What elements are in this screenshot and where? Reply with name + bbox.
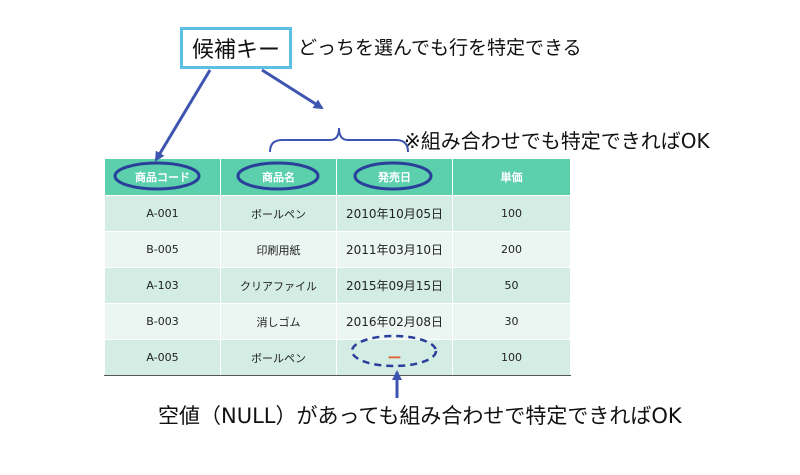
caption-null-ok: 空値（NULL）があっても組み合わせで特定できればOK [158, 404, 682, 428]
null-highlight-dashed-ellipse [350, 334, 438, 368]
cell-unit-price: 100 [452, 195, 571, 232]
combination-brace [269, 127, 409, 153]
cell-product-code: A-005 [104, 339, 221, 376]
highlight-product-code-ellipse [113, 161, 201, 191]
null-value-mark: ー [387, 350, 402, 367]
candidate-key-label: 候補キー [191, 38, 280, 63]
cell-unit-price: 100 [452, 339, 571, 376]
table-row: A-001 ボールペン 2010年10月05日 100 [104, 195, 571, 232]
cell-product-name: 印刷用紙 [220, 231, 337, 268]
table-row: B-003 消しゴム 2016年02月08日 30 [104, 303, 571, 340]
table-row: B-005 印刷用紙 2011年03月10日 200 [104, 231, 571, 268]
caption-combination-ok: ※組み合わせでも特定できればOK [404, 129, 710, 153]
cell-product-code: B-005 [104, 231, 221, 268]
cell-product-code: A-103 [104, 267, 221, 304]
highlight-release-date-ellipse [353, 161, 433, 191]
cell-product-code: B-003 [104, 303, 221, 340]
cell-unit-price: 30 [452, 303, 571, 340]
cell-product-name: ボールペン [220, 195, 337, 232]
arrow-to-product-code [154, 69, 212, 162]
cell-product-code: A-001 [104, 195, 221, 232]
cell-release-date: 2011年03月10日 [336, 231, 453, 268]
caption-either-identifies: どっちを選んでも行を特定できる [298, 37, 582, 59]
cell-product-name: 消しゴム [220, 303, 337, 340]
cell-product-name: クリアファイル [220, 267, 337, 304]
cell-unit-price: 200 [452, 231, 571, 268]
highlight-product-name-ellipse [236, 161, 320, 191]
cell-release-date: 2016年02月08日 [336, 303, 453, 340]
arrow-to-combination [261, 68, 324, 110]
table-row: A-103 クリアファイル 2015年09月15日 50 [104, 267, 571, 304]
cell-product-name: ボールペン [220, 339, 337, 376]
candidate-key-box: 候補キー [180, 27, 292, 69]
cell-release-date: 2010年10月05日 [336, 195, 453, 232]
header-unit-price: 単価 [452, 158, 571, 196]
